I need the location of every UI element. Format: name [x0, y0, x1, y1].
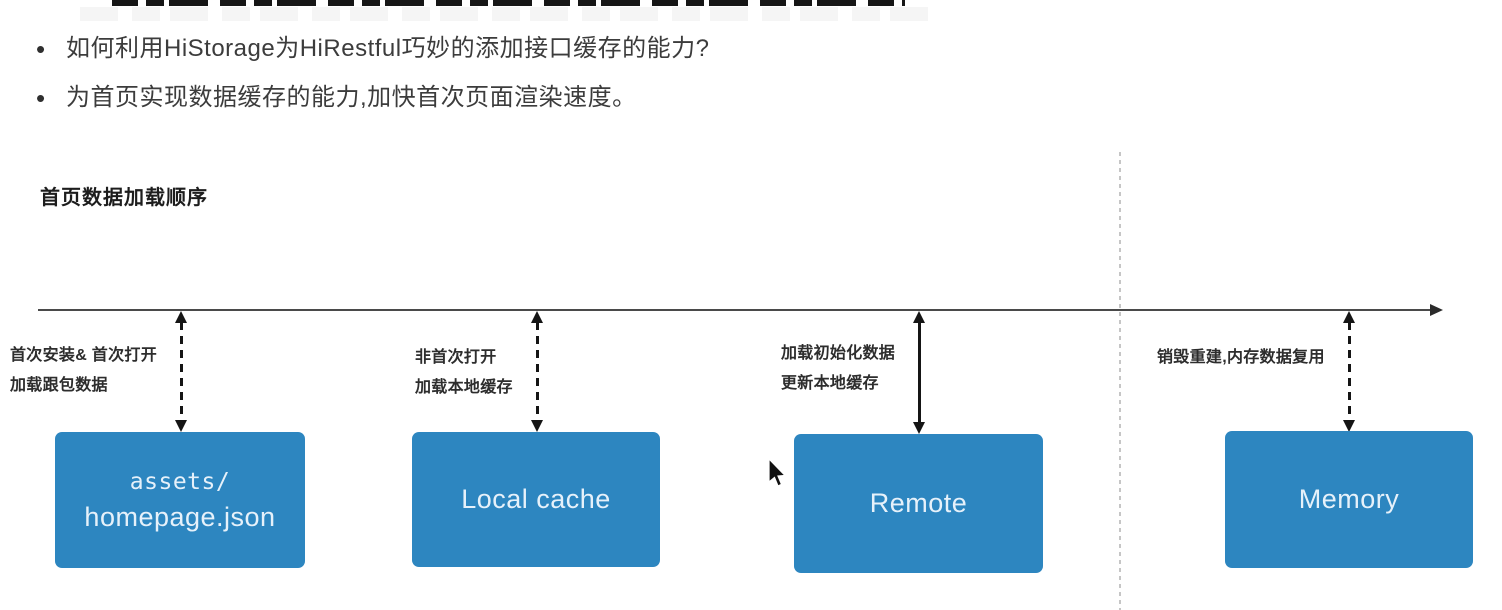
- remote-box: Remote: [794, 434, 1043, 573]
- stage-label-line: 非首次打开: [415, 349, 497, 366]
- local-cache-box: Local cache: [412, 432, 660, 567]
- stage-label-destroy-rebuild: 销毁重建,内存数据复用: [1157, 343, 1325, 373]
- stage-label-first-install: 首次安装& 首次打开 加载跟包数据: [10, 341, 157, 401]
- bullet-text: 如何利用HiStorage为HiRestful巧妙的添加接口缓存的能力?: [66, 35, 710, 62]
- bullet-text: 为首页实现数据缓存的能力,加快首次页面渲染速度。: [66, 84, 637, 111]
- arrow-up-head-icon: [531, 311, 543, 323]
- arrow-shaft: [918, 322, 921, 423]
- bullet-dot-icon: •: [36, 34, 46, 64]
- arrow-shaft: [180, 322, 183, 421]
- bullet-list: • 如何利用HiStorage为HiRestful巧妙的添加接口缓存的能力? •…: [36, 33, 709, 131]
- assets-box-line2: homepage.json: [84, 502, 276, 532]
- double-arrow-dashed-icon: [1343, 311, 1355, 432]
- remote-box-label: Remote: [869, 488, 968, 518]
- stage-label-line: 加载本地缓存: [415, 379, 513, 396]
- stage-label-line: 销毁重建,内存数据复用: [1157, 349, 1325, 366]
- lifecycle-separator-dashed-line: [1119, 152, 1121, 610]
- arrow-down-head-icon: [531, 420, 543, 432]
- arrow-up-head-icon: [175, 311, 187, 323]
- assets-box-line1: assets/: [129, 469, 231, 495]
- cutoff-text-ghost: [80, 7, 940, 21]
- double-arrow-solid-icon: [913, 311, 925, 434]
- double-arrow-dashed-icon: [531, 311, 543, 432]
- stage-label-non-first-open: 非首次打开 加载本地缓存: [415, 343, 513, 403]
- arrow-down-head-icon: [913, 422, 925, 434]
- stage-label-line: 加载跟包数据: [10, 377, 108, 394]
- bullet-item: • 为首页实现数据缓存的能力,加快首次页面渲染速度。: [36, 82, 709, 114]
- stage-label-line: 更新本地缓存: [781, 375, 879, 392]
- stage-label-line: 加载初始化数据: [781, 345, 896, 362]
- arrow-up-head-icon: [1343, 311, 1355, 323]
- cutoff-text-artifact: [112, 0, 905, 6]
- timeline-line: [38, 309, 1434, 311]
- double-arrow-dashed-icon: [175, 311, 187, 432]
- bullet-dot-icon: •: [36, 83, 46, 113]
- memory-box: Memory: [1225, 431, 1473, 568]
- timeline-arrowhead-icon: [1430, 304, 1443, 316]
- local-cache-box-label: Local cache: [461, 484, 611, 514]
- bullet-item: • 如何利用HiStorage为HiRestful巧妙的添加接口缓存的能力?: [36, 33, 709, 65]
- arrow-shaft: [536, 322, 539, 421]
- arrow-down-head-icon: [175, 420, 187, 432]
- arrow-shaft: [1348, 322, 1351, 421]
- arrow-up-head-icon: [913, 311, 925, 323]
- stage-label-line: 首次安装& 首次打开: [10, 347, 158, 364]
- stage-label-load-init-data: 加载初始化数据 更新本地缓存: [781, 339, 895, 399]
- assets-box: assets/ homepage.json: [55, 432, 305, 568]
- arrow-down-head-icon: [1343, 420, 1355, 432]
- memory-box-label: Memory: [1298, 484, 1400, 514]
- mouse-cursor-icon: [768, 458, 787, 487]
- diagram-title: 首页数据加载顺序: [40, 187, 208, 209]
